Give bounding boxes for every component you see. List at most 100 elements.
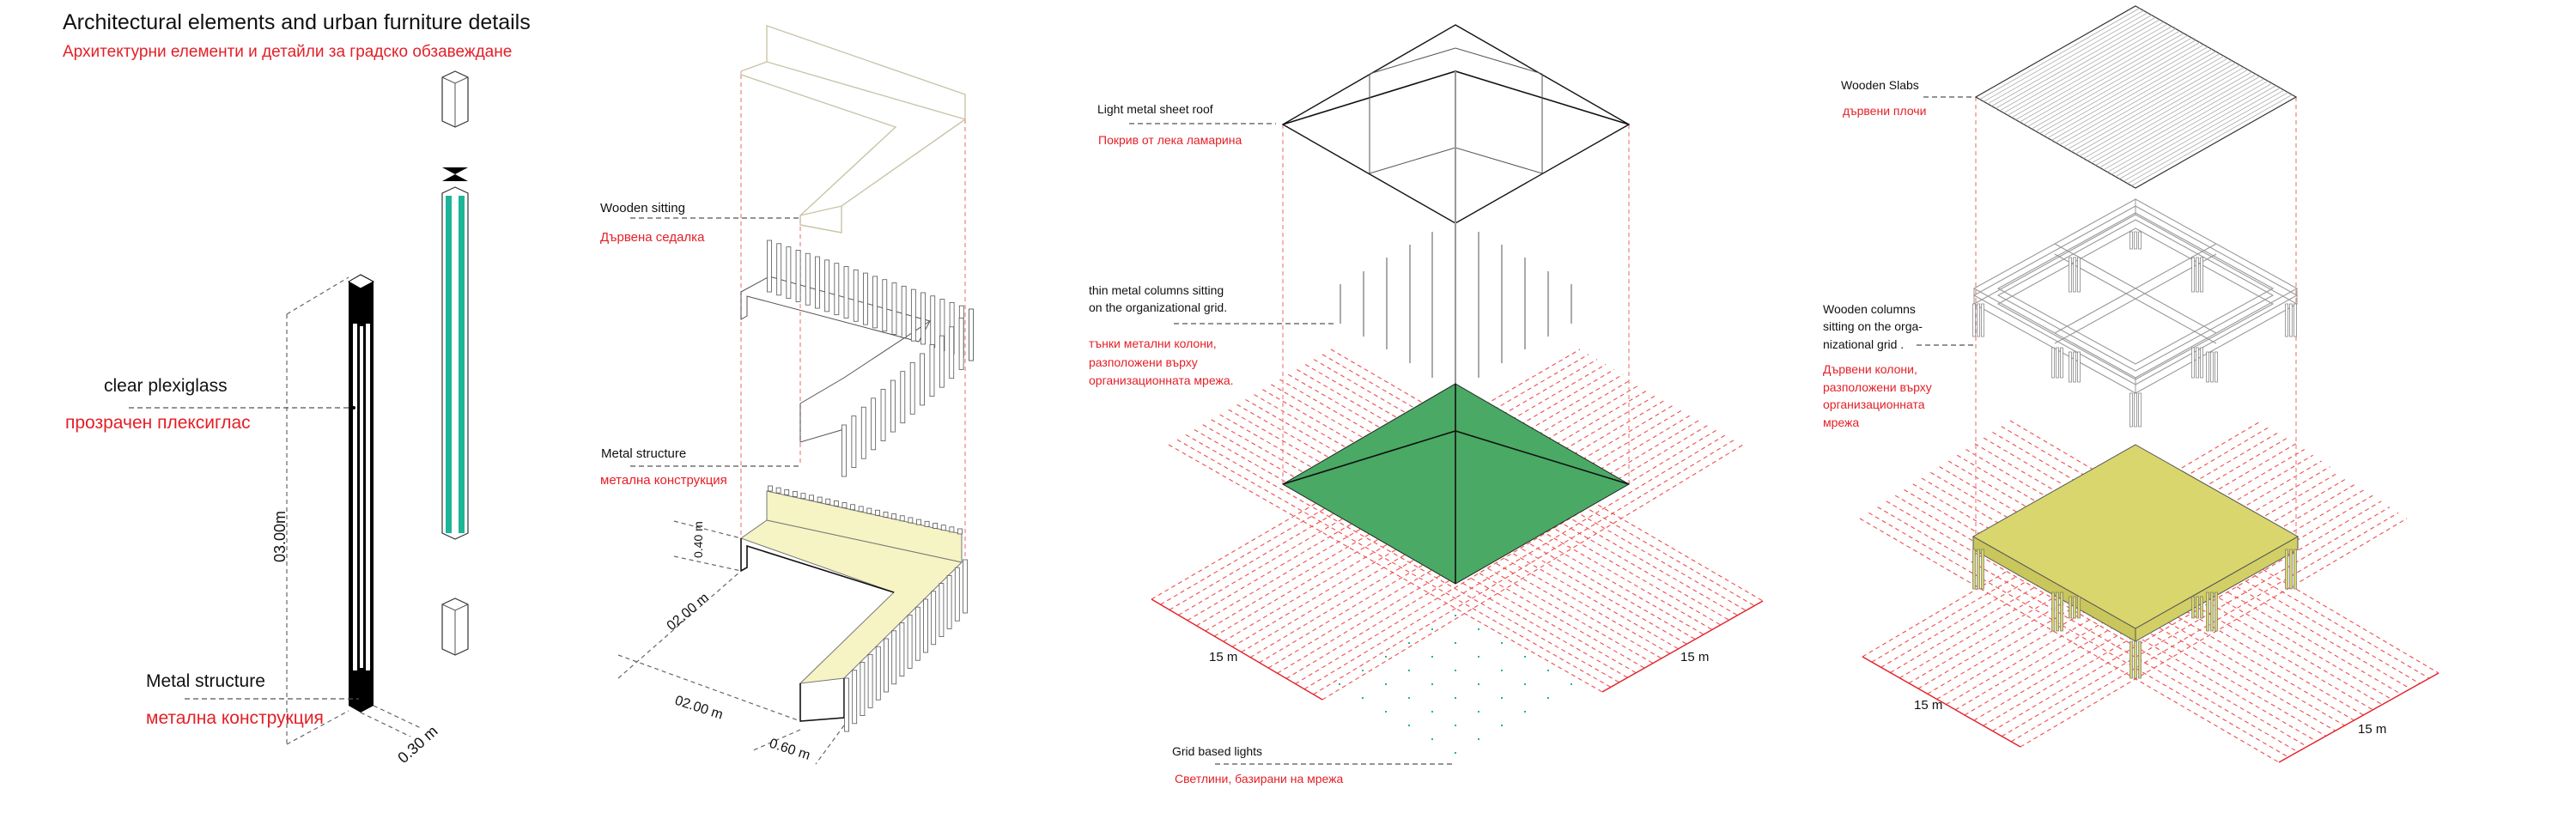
bench-slat <box>939 335 945 388</box>
bench-slat <box>800 493 806 500</box>
label-wood-columns-bg: разположени върху <box>1823 380 1932 394</box>
label-seat-en: Wooden sitting <box>600 201 685 215</box>
label-wood-columns-bg: организационната <box>1823 397 1925 411</box>
slab-line <box>1984 9 2144 102</box>
wooden-columns-under-platform <box>1972 549 2297 679</box>
grid-line <box>2020 518 2408 748</box>
grid-line <box>1313 439 1735 695</box>
bench-slat <box>957 528 963 535</box>
grid-line <box>1168 444 1603 693</box>
wooden-column <box>2191 596 2195 619</box>
grid-line <box>1223 389 1649 642</box>
label-metal-en: Metal structure <box>146 671 265 691</box>
slab-line <box>2055 51 2216 143</box>
wooden-column <box>2073 596 2076 619</box>
frame-beam <box>1996 227 2275 380</box>
thin-metal-columns <box>1340 232 1572 378</box>
bench-slat <box>891 630 897 685</box>
bench-slat <box>940 525 946 531</box>
bench-slat <box>767 240 772 293</box>
wooden-column <box>2210 591 2214 632</box>
grid-line <box>1277 419 1701 674</box>
dimension-line <box>617 654 801 722</box>
bench-slat <box>841 424 847 477</box>
bench-slat <box>916 519 921 525</box>
bench-slat <box>931 591 937 646</box>
yellow-platform <box>1971 444 2300 642</box>
dim-bench-length-a: 02.00 m <box>665 591 712 634</box>
grid-line <box>1285 424 1710 679</box>
light-dot <box>1408 697 1410 699</box>
light-dot <box>1547 697 1549 699</box>
teal-strip <box>446 196 452 533</box>
light-dot <box>1478 656 1479 658</box>
wooden-column <box>2200 596 2203 619</box>
wooden-column <box>2077 351 2081 383</box>
plexiglass-slot <box>366 324 370 670</box>
slab-line <box>2107 81 2269 173</box>
wooden-column <box>2073 257 2076 293</box>
label-glass-en: clear plexiglass <box>104 376 228 396</box>
label-lights-bg: Светлини, базирани на мрежа <box>1175 772 1344 786</box>
bench-slat <box>792 491 798 497</box>
dimension-line <box>617 570 742 679</box>
slab-line <box>2111 82 2273 175</box>
slab-line <box>2103 78 2264 171</box>
dimension-line <box>750 729 801 752</box>
frame-beam <box>1996 212 2275 365</box>
bench-slat <box>949 526 955 533</box>
grid-line <box>1259 409 1684 664</box>
wooden-column <box>2289 549 2293 590</box>
slab-line <box>1991 15 2152 106</box>
dim-pavilion-a: 15 m <box>1209 650 1237 664</box>
grid-line <box>1303 434 1727 690</box>
slab-line <box>2071 60 2233 152</box>
light-dot <box>1478 711 1479 713</box>
bench-slat <box>908 517 914 524</box>
light-dot <box>1408 725 1410 726</box>
wooden-column <box>2200 257 2203 293</box>
grid-line <box>1267 414 1692 669</box>
bench-slat <box>939 583 945 637</box>
bench-slat <box>852 670 858 725</box>
plexiglass-slot <box>353 324 357 670</box>
light-dot <box>1455 697 1456 699</box>
slab-line <box>2067 58 2228 150</box>
bench-slat <box>776 243 782 296</box>
wooden-column <box>2129 392 2133 428</box>
light-dot <box>1501 697 1503 699</box>
light-dot <box>1547 670 1549 671</box>
grid-line <box>1894 494 2318 743</box>
label-wood-columns-en: nizational grid . <box>1823 337 1904 351</box>
grid-lights <box>1339 615 1572 754</box>
grid-line <box>1241 398 1667 653</box>
label-columns-bg: разположени върху <box>1089 355 1198 369</box>
dim-pavilion-b: 15 m <box>1680 650 1709 664</box>
bench-slat <box>843 266 849 318</box>
grid-line <box>1904 488 2326 737</box>
slab-line <box>2019 30 2180 123</box>
bench-frame <box>799 678 845 722</box>
grid-line <box>1992 500 2382 731</box>
wooden-column <box>2200 347 2203 379</box>
bench-frame <box>740 538 895 593</box>
slab-line <box>2015 28 2176 120</box>
wooden-seat-exploded <box>740 25 966 234</box>
wooden-column <box>2134 392 2137 428</box>
page-title: Architectural elements and urban furnitu… <box>63 10 531 34</box>
wooden-column <box>2051 591 2055 632</box>
slab-line <box>2039 42 2200 134</box>
bench-slat <box>929 344 935 397</box>
dim-width-label: 0.30 m <box>394 722 440 767</box>
bench-slat <box>809 494 814 501</box>
wooden-column <box>2206 591 2209 632</box>
slab-line <box>1987 12 2148 105</box>
label-columns-en: thin metal columns sitting <box>1089 283 1224 297</box>
wooden-column <box>1972 303 1976 337</box>
frame-beam <box>2054 253 2217 344</box>
light-dot <box>1478 683 1479 685</box>
bench-slat <box>844 677 849 732</box>
wooden-column <box>2196 596 2199 619</box>
label-lights-en: Grid based lights <box>1172 744 1262 758</box>
grid-line <box>1877 507 2299 753</box>
